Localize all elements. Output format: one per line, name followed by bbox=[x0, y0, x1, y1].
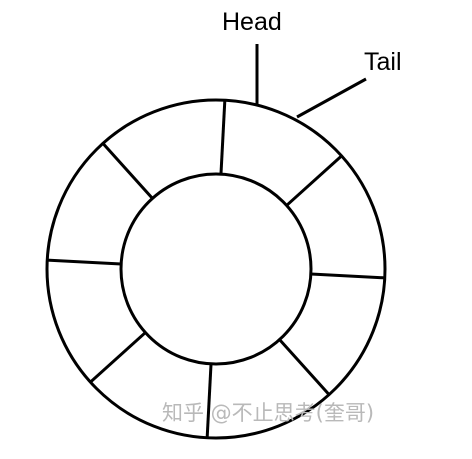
slot-divider bbox=[219, 100, 227, 175]
slot-divider bbox=[205, 363, 213, 438]
tail-pointer bbox=[296, 77, 367, 119]
slot-dividers bbox=[47, 100, 385, 438]
inner-ring bbox=[119, 172, 313, 366]
slot-divider bbox=[101, 142, 154, 200]
outer-ring bbox=[45, 98, 387, 440]
slot-divider bbox=[89, 331, 147, 384]
tail-label: Tail bbox=[364, 48, 402, 76]
slot-divider bbox=[278, 338, 331, 396]
slot-divider bbox=[285, 154, 343, 207]
slot-divider bbox=[47, 258, 122, 266]
slot-divider bbox=[310, 272, 385, 280]
watermark: 知乎 @不止思考(奎哥) bbox=[162, 401, 374, 425]
head-label: Head bbox=[222, 8, 282, 36]
